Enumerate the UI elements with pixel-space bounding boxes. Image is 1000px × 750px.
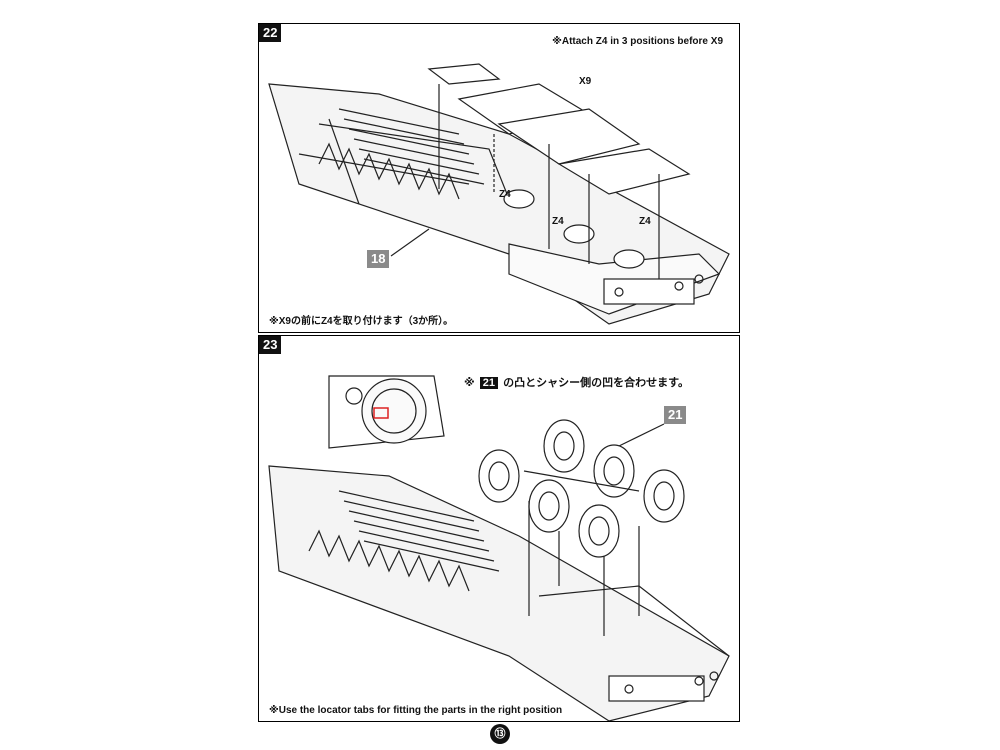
chassis-illustration-step-23	[268, 375, 730, 721]
label-z4: Z4	[499, 189, 511, 200]
step-note-japanese: ※ 21 の凸とシャシー側の凹を合わせます。	[464, 374, 689, 390]
step-note-japanese: ※X9の前にZ4を取り付けます（3か所）。	[269, 316, 454, 327]
label-z4: Z4	[639, 216, 651, 227]
step-22-panel: 22 ※Attach Z4 in 3 positions before X9	[258, 23, 740, 333]
part-tag-18: 18	[367, 250, 390, 268]
part-badge-21: 21	[479, 377, 499, 389]
step-number: 22	[259, 24, 282, 42]
step-23-panel: 23 ※ 21 の凸とシャシー側の凹を合わせます。	[258, 335, 740, 722]
step-note-english: ※Use the locator tabs for fitting the pa…	[269, 705, 563, 716]
page-number: ⑬	[490, 724, 510, 744]
note-text: の凸とシャシー側の凹を合わせます。	[503, 377, 689, 389]
step-number: 23	[259, 336, 282, 354]
label-z4: Z4	[552, 216, 564, 227]
label-x9: X9	[579, 76, 592, 87]
note-prefix: ※	[464, 377, 475, 389]
step-note-english: ※Attach Z4 in 3 positions before X9	[552, 36, 723, 47]
chassis-illustration-step-22	[268, 63, 730, 325]
part-tag-21: 21	[664, 406, 687, 424]
